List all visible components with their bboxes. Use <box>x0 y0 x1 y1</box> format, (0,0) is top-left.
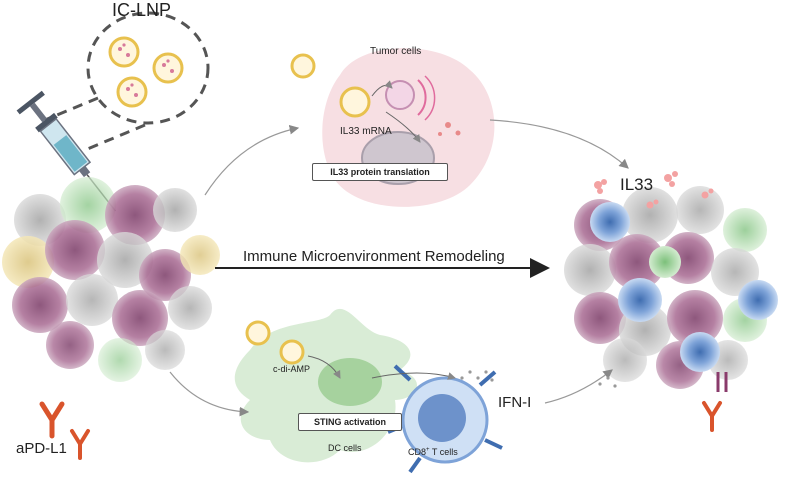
arrow-to-dc-cells <box>169 371 250 417</box>
arrow-cdiamp-to-nucleus <box>307 355 341 379</box>
arrow-tumor-to-il33 <box>489 119 629 169</box>
arrow-mrna-to-ribosome <box>385 111 421 143</box>
ic-lnp-callout <box>44 11 210 152</box>
dc-cells-label: DC cells <box>328 443 362 453</box>
c-di-amp-label: c-di-AMP <box>273 364 311 374</box>
cytokine-dots <box>460 370 617 388</box>
il33-mrna-label: IL33 mRNA <box>340 126 392 137</box>
t-cell-icon <box>680 332 720 372</box>
antibody-icon <box>70 429 90 460</box>
il33-protein-icon <box>701 188 714 199</box>
il33-translation-box: IL33 protein translation <box>312 163 448 181</box>
tumor-cells-label: Tumor cells <box>370 46 422 57</box>
il33-protein-icon <box>646 199 659 209</box>
cd8-sup: + <box>426 447 430 453</box>
lnp-particle-icon <box>279 339 305 365</box>
lnp-particle-icon <box>108 36 140 68</box>
cd8-t-cell-illustration <box>387 364 503 474</box>
remodeling-label: Immune Microenvironment Remodeling <box>243 248 505 265</box>
lnp-particle-icon <box>152 52 184 84</box>
cd8-suffix: T cells <box>429 447 458 457</box>
tumor-mass-left <box>2 177 220 382</box>
t-cell-icon <box>738 280 778 320</box>
arrow-dc-to-tcell <box>371 372 456 380</box>
arrow-ifn-to-tumor <box>544 369 613 404</box>
antibody-icon <box>39 401 65 439</box>
t-cell-icon <box>590 202 630 242</box>
receptor-icon <box>716 372 728 392</box>
arrow-lnp-to-mrna <box>371 80 393 97</box>
apd-l1-label: aPD-L1 <box>16 440 67 457</box>
il33-protein-icon <box>594 179 607 194</box>
cd8-t-cells-label: CD8+ T cells <box>408 447 458 457</box>
ifn-i-label: IFN-I <box>498 394 532 411</box>
il33-protein-icon <box>664 171 678 187</box>
ic-lnp-label: IC-LNP <box>112 0 172 20</box>
t-cell-icon <box>618 278 662 322</box>
antibody-icon <box>702 401 722 432</box>
syringe-icon <box>16 90 117 212</box>
lnp-particle-icon <box>116 76 148 108</box>
lnp-particle-icon <box>245 320 271 346</box>
sting-activation-box: STING activation <box>298 413 402 431</box>
dc-cell-icon <box>649 246 681 278</box>
il33-label: IL33 <box>620 175 654 194</box>
lnp-particle-icon <box>290 53 316 79</box>
arrow-to-tumor-cells <box>204 125 300 196</box>
cd8-prefix: CD8 <box>408 447 427 457</box>
